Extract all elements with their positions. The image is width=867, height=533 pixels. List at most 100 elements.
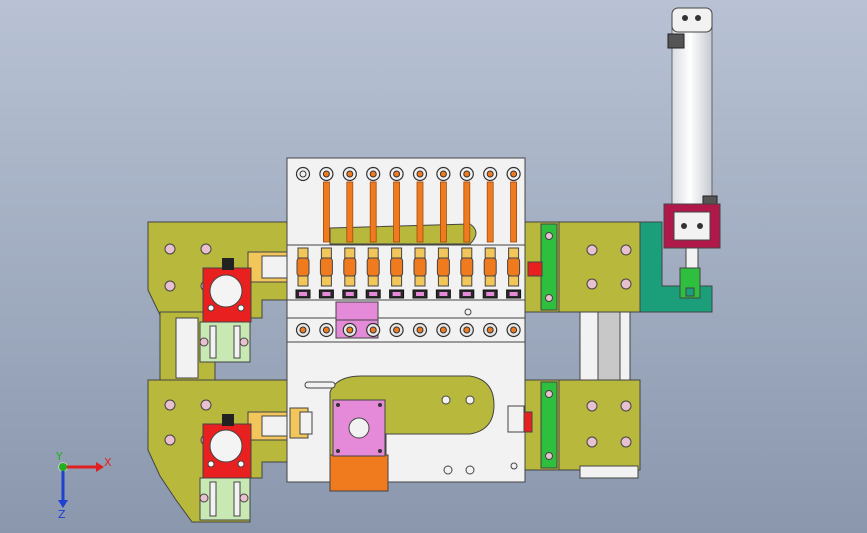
- cap-port: [682, 15, 688, 21]
- motor-screw: [336, 449, 340, 453]
- plate-hole: [464, 308, 472, 316]
- tube-top-port: [416, 170, 424, 178]
- nozzle-nut: [343, 257, 357, 277]
- tube-top-port: [369, 170, 377, 178]
- bolt-hole: [620, 244, 632, 256]
- nozzle-nut: [460, 257, 474, 277]
- cam-slot: [304, 381, 336, 389]
- right-upper-plate: [557, 221, 641, 313]
- x-axis-head: [96, 462, 104, 472]
- valve-knob[interactable]: [209, 429, 243, 463]
- bolt-hole: [200, 399, 212, 411]
- plate-hole: [465, 465, 475, 475]
- bolt-hole: [239, 493, 249, 503]
- lower-ring-port: [510, 326, 518, 334]
- cam-pin: [441, 395, 451, 405]
- nozzle-nut: [413, 257, 427, 277]
- tube-fitting: [320, 247, 332, 259]
- right-lower-white-fitting: [507, 405, 525, 433]
- lower-ring-port: [299, 326, 307, 334]
- nozzle-fitting: [484, 275, 496, 287]
- lower-ring-port: [322, 326, 330, 334]
- suction-cup-tip: [439, 292, 448, 296]
- nozzle-nut: [483, 257, 497, 277]
- vacuum-tube: [346, 181, 354, 243]
- suction-cup-tip: [322, 292, 331, 296]
- left-bracket-upper[interactable]: [147, 221, 293, 383]
- nozzle-fitting: [320, 275, 332, 287]
- right-rail-slot: [597, 311, 621, 383]
- plate-hole: [443, 465, 453, 475]
- tube-top-port: [439, 170, 447, 178]
- y-axis-label: Y: [55, 450, 63, 463]
- tube-fitting: [414, 247, 426, 259]
- bolt-hole: [545, 232, 553, 240]
- lower-ring-port: [439, 326, 447, 334]
- lower-ring-port: [393, 326, 401, 334]
- motor-shaft: [348, 417, 370, 439]
- bolt-hole: [164, 280, 176, 292]
- lower-ring-port: [369, 326, 377, 334]
- valve-screw: [207, 304, 215, 312]
- left-upper-rail-slot: [175, 317, 199, 379]
- bolt-hole: [199, 493, 209, 503]
- valve-knob[interactable]: [209, 274, 243, 308]
- y-axis-dot: [59, 463, 67, 471]
- lower-ring-port: [346, 326, 354, 334]
- stepper-motor-flange[interactable]: [332, 399, 386, 457]
- tube-top-port: [299, 170, 307, 178]
- center-left-white-fitting: [299, 411, 313, 435]
- right-lower-base-rail: [579, 465, 639, 479]
- bolt-hole: [545, 452, 553, 460]
- tube-fitting: [484, 247, 496, 259]
- nozzle-nut: [436, 257, 450, 277]
- lower-ring-port: [486, 326, 494, 334]
- bolt-hole: [586, 244, 598, 256]
- suction-cup-tip: [299, 292, 307, 296]
- pneumatic-cylinder[interactable]: [663, 7, 721, 269]
- vacuum-tube: [463, 181, 471, 243]
- motor-screw: [336, 403, 340, 407]
- bolt-hole: [164, 399, 176, 411]
- valve-screw: [237, 460, 245, 468]
- vacuum-tube: [486, 181, 494, 243]
- suction-cup-tip: [416, 292, 424, 296]
- tube-fitting: [367, 247, 379, 259]
- nozzle-nut: [390, 257, 404, 277]
- bolt-hole: [620, 436, 632, 448]
- tube-fitting: [461, 247, 473, 259]
- nozzle-nut: [296, 257, 310, 277]
- teal-cylinder-bracket[interactable]: [639, 221, 713, 313]
- nozzle-fitting: [437, 275, 449, 287]
- vacuum-tube: [322, 181, 330, 243]
- nozzle-fitting: [367, 275, 379, 287]
- bolt-hole: [199, 337, 209, 347]
- stepper-motor-body: [329, 454, 389, 492]
- cylinder-top-cap: [671, 7, 713, 33]
- left-bracket-lower[interactable]: [147, 379, 293, 523]
- bolt-hole: [545, 390, 553, 398]
- nozzle-nut: [319, 257, 333, 277]
- right-lower-green-strip: [540, 381, 558, 469]
- sensor-clamp: [667, 33, 685, 49]
- motor-screw: [378, 449, 382, 453]
- nozzle-fitting: [391, 275, 403, 287]
- tube-top-port: [393, 170, 401, 178]
- central-main-plate[interactable]: [286, 157, 526, 492]
- valve-top-cap: [222, 414, 234, 426]
- x-axis-label: X: [104, 456, 112, 469]
- base-port: [697, 223, 703, 229]
- bolt-hole: [586, 400, 598, 412]
- tube-fitting: [391, 247, 403, 259]
- right-bracket-lower[interactable]: [507, 379, 641, 479]
- nozzle-fitting: [297, 275, 309, 287]
- valve-screw: [207, 460, 215, 468]
- tube-top-port: [510, 170, 518, 178]
- vacuum-tube: [393, 181, 401, 243]
- cam-pin: [465, 395, 475, 405]
- bolt-hole: [545, 294, 553, 302]
- upper-cam-plate: [329, 223, 477, 245]
- right-bracket-upper[interactable]: [524, 221, 641, 383]
- motor-screw: [378, 403, 382, 407]
